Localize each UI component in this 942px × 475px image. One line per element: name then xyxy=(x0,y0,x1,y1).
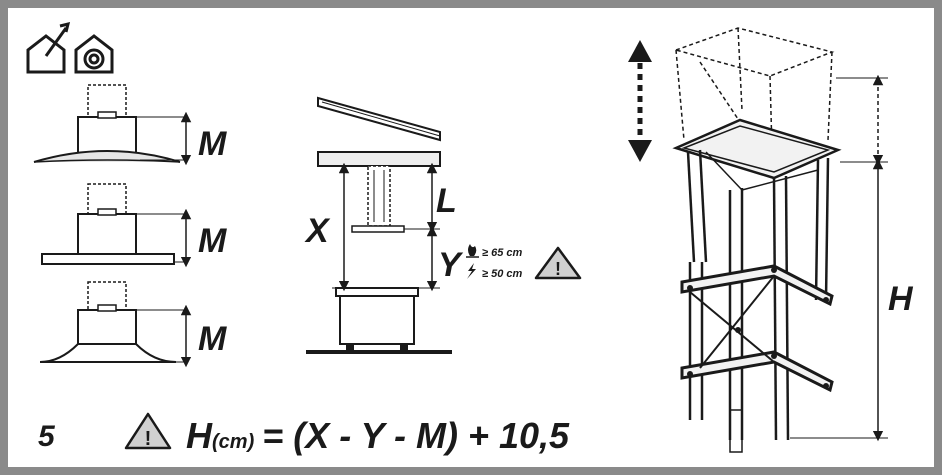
label-m-1: M xyxy=(198,125,227,163)
hood-dome xyxy=(39,281,192,368)
dimension-h xyxy=(790,74,888,442)
formula-rhs: = (X - Y - M) + 10,5 xyxy=(262,415,570,456)
figure-number: 5 xyxy=(38,420,56,453)
house-outlet-icon xyxy=(26,21,71,74)
label-m-2: M xyxy=(198,222,227,260)
label-l: L xyxy=(436,182,457,220)
warning-icon: ! xyxy=(534,246,582,280)
formula: H(cm) = (X - Y - M) + 10,5 xyxy=(186,415,570,456)
clearance-electric: ≥ 50 cm xyxy=(482,268,523,280)
house-recirculation-icon xyxy=(74,34,114,74)
warning-icon: ! xyxy=(124,412,172,450)
installation-side-view xyxy=(306,96,452,354)
hood-curved-glass xyxy=(33,84,192,166)
label-h: H xyxy=(888,280,914,318)
label-m-3: M xyxy=(198,320,227,358)
double-arrow-icon xyxy=(628,40,652,162)
gas-flame-icon xyxy=(466,244,479,258)
formula-unit: (cm) xyxy=(212,431,255,453)
chimney-frame xyxy=(672,27,842,453)
label-x: X xyxy=(304,212,331,250)
hood-flat xyxy=(41,183,192,268)
clearance-gas: ≥ 65 cm xyxy=(482,247,523,259)
formula-lhs: H xyxy=(186,415,213,456)
label-y: Y xyxy=(438,246,464,284)
electric-icon xyxy=(467,263,476,279)
svg-text:!: ! xyxy=(145,428,152,450)
svg-text:!: ! xyxy=(555,259,561,279)
